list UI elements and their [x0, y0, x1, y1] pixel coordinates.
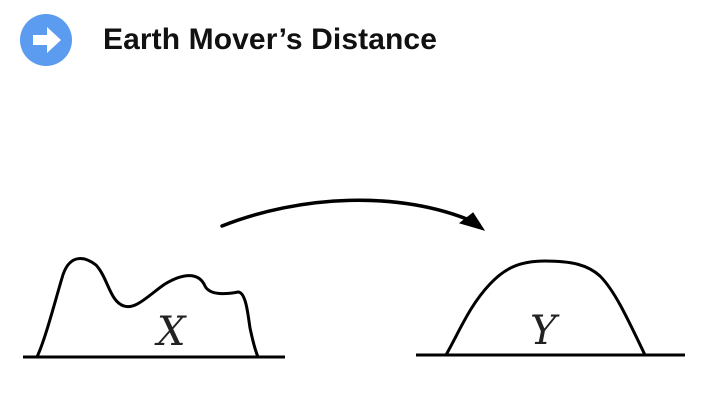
transport-arrow-curve [220, 198, 476, 228]
distribution-y-curve [444, 259, 647, 357]
header: Earth Mover’s Distance [20, 14, 437, 66]
label-x: X [154, 309, 187, 355]
transport-arrow-head [458, 212, 486, 231]
arrow-shape [33, 27, 61, 53]
label-y: Y [530, 308, 560, 354]
distribution-x-curve [35, 256, 260, 359]
page-title: Earth Mover’s Distance [103, 23, 437, 56]
arrow-badge [20, 14, 72, 66]
right-arrow-icon [20, 14, 72, 66]
